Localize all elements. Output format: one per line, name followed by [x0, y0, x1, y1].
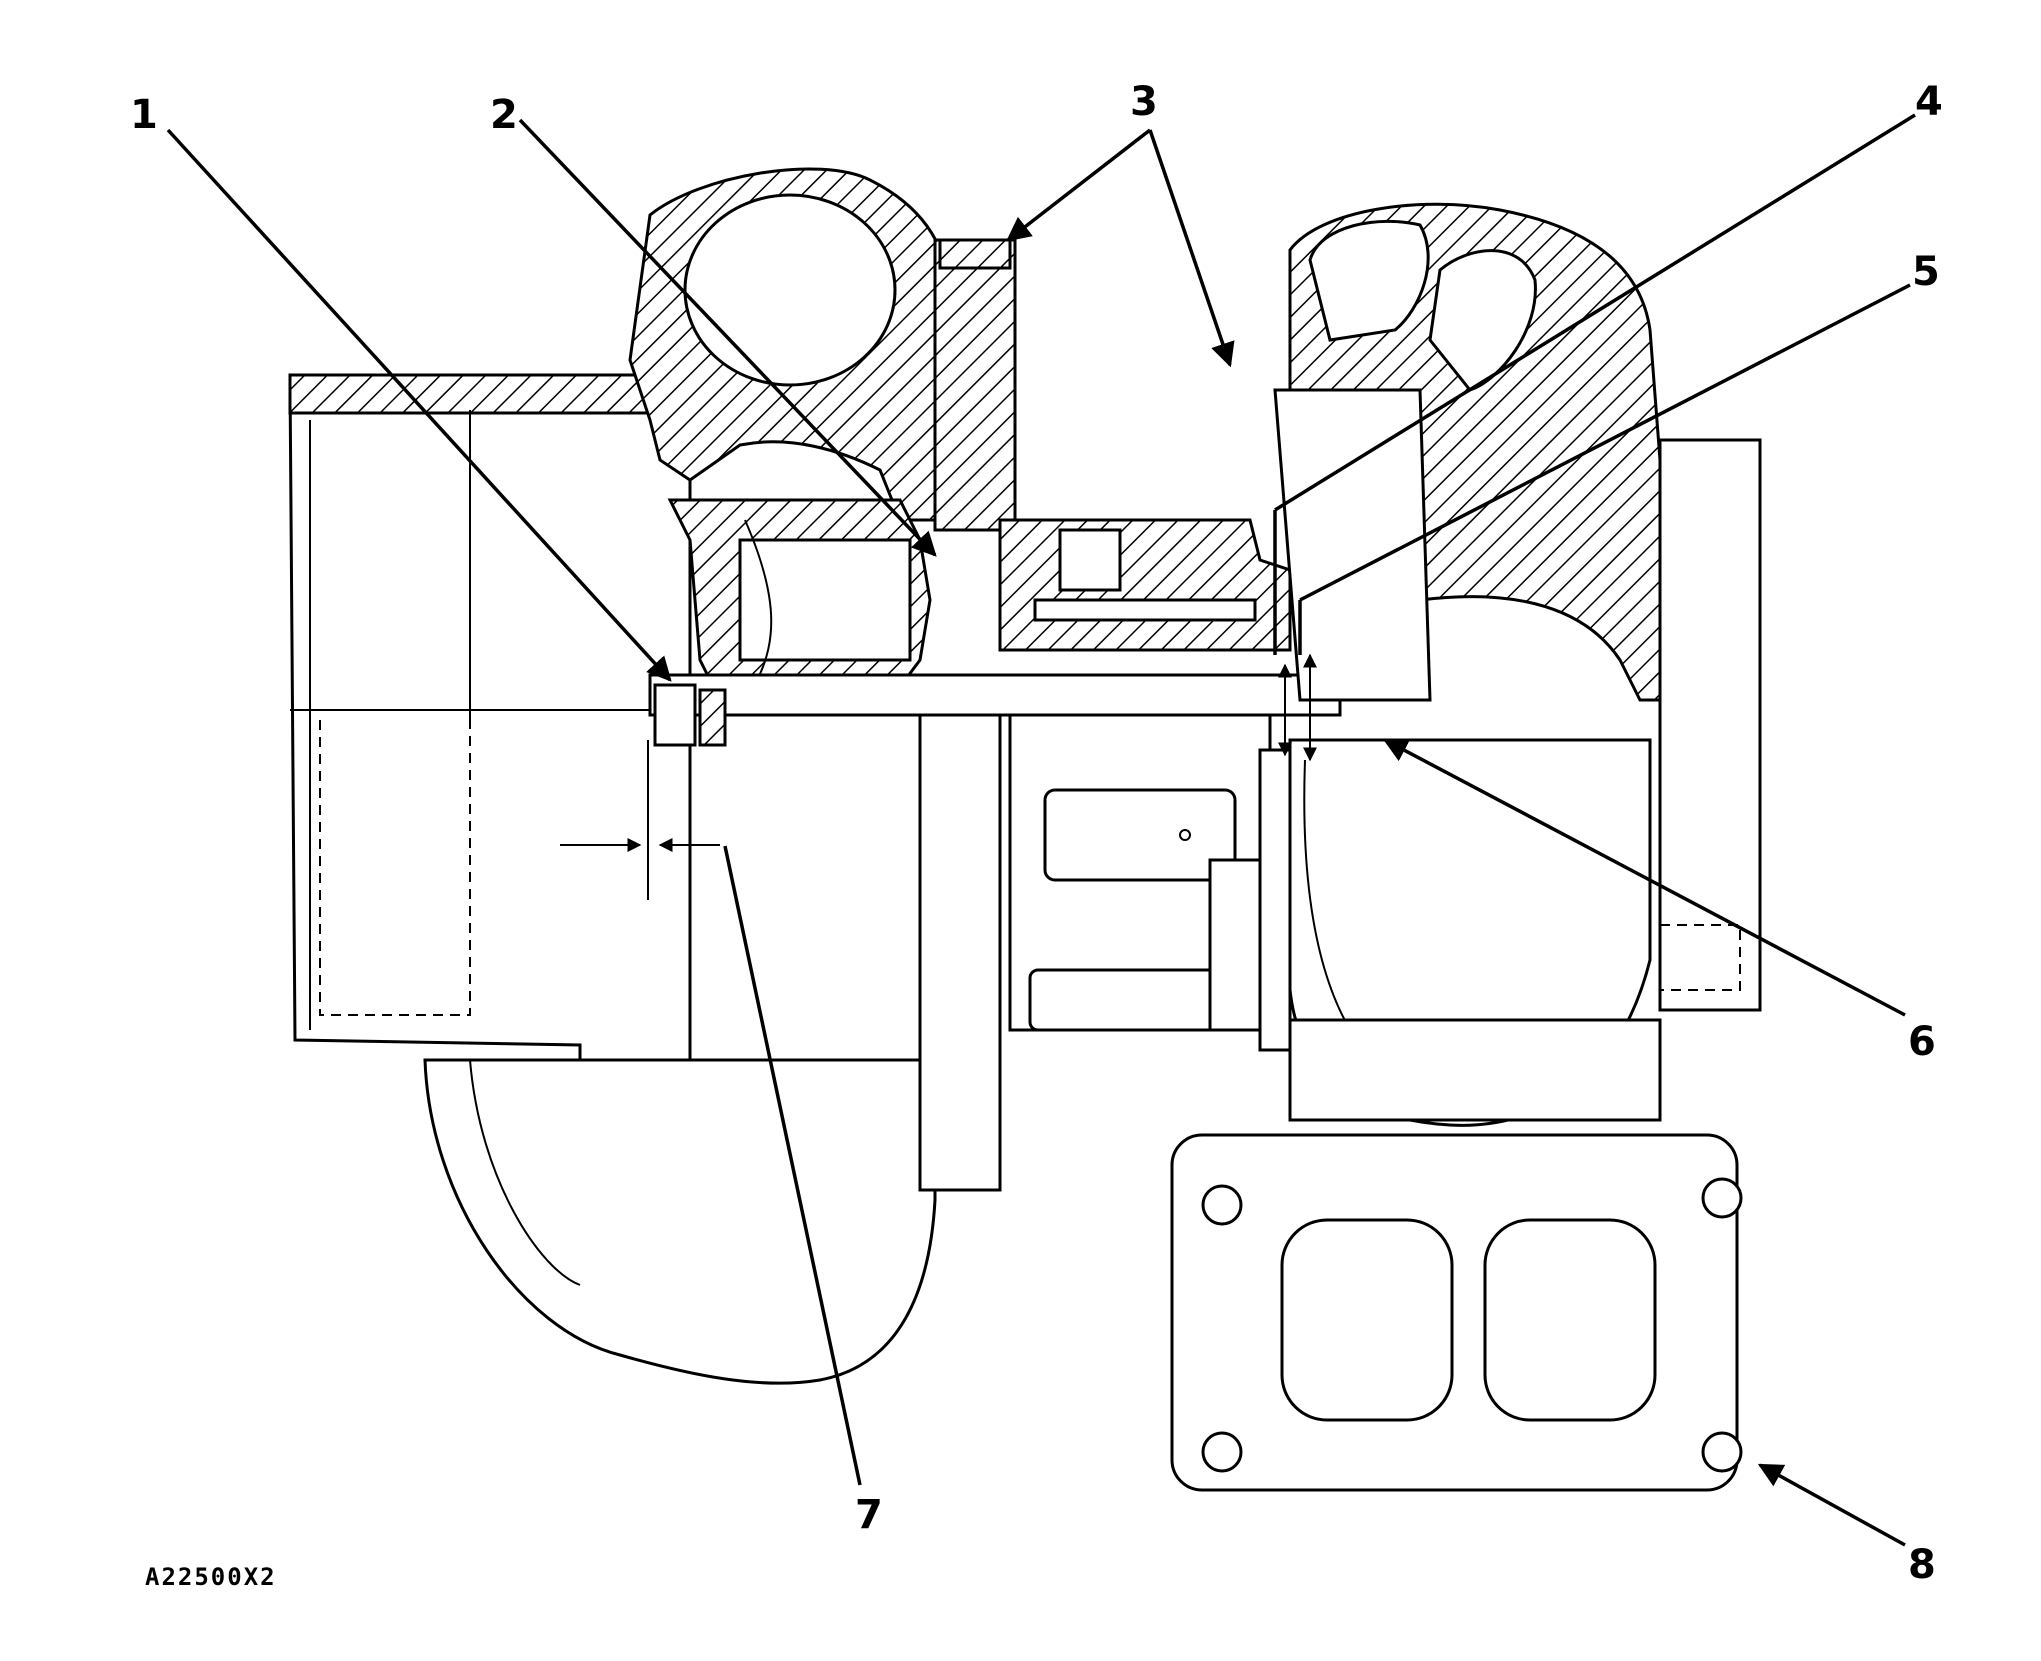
flange-bolt-hole — [1201, 1184, 1243, 1226]
callout-7: 7 — [855, 1492, 883, 1538]
callout-6: 6 — [1908, 1019, 1936, 1065]
compressor-housing — [288, 167, 1017, 1385]
callout-5: 5 — [1912, 249, 1940, 295]
callout-1: 1 — [130, 92, 158, 138]
shaft — [648, 673, 1342, 747]
turbine-housing — [1258, 202, 1762, 1127]
turbine-flange — [1170, 1133, 1743, 1492]
callout-8: 8 — [1908, 1542, 1936, 1588]
center-housing — [998, 518, 1292, 1032]
leader-lines — [166, 113, 1916, 1547]
callout-4: 4 — [1915, 79, 1943, 125]
flange-bolt-hole — [1701, 1431, 1743, 1473]
wheel-nut — [653, 683, 697, 747]
flange-bolt-hole — [1201, 1431, 1243, 1473]
end-play-dimension — [560, 653, 1317, 900]
callout-2: 2 — [490, 92, 518, 138]
callout-3: 3 — [1130, 79, 1158, 125]
flange-bolt-hole — [1701, 1177, 1743, 1219]
figure-id: A22500X2 — [145, 1563, 277, 1591]
